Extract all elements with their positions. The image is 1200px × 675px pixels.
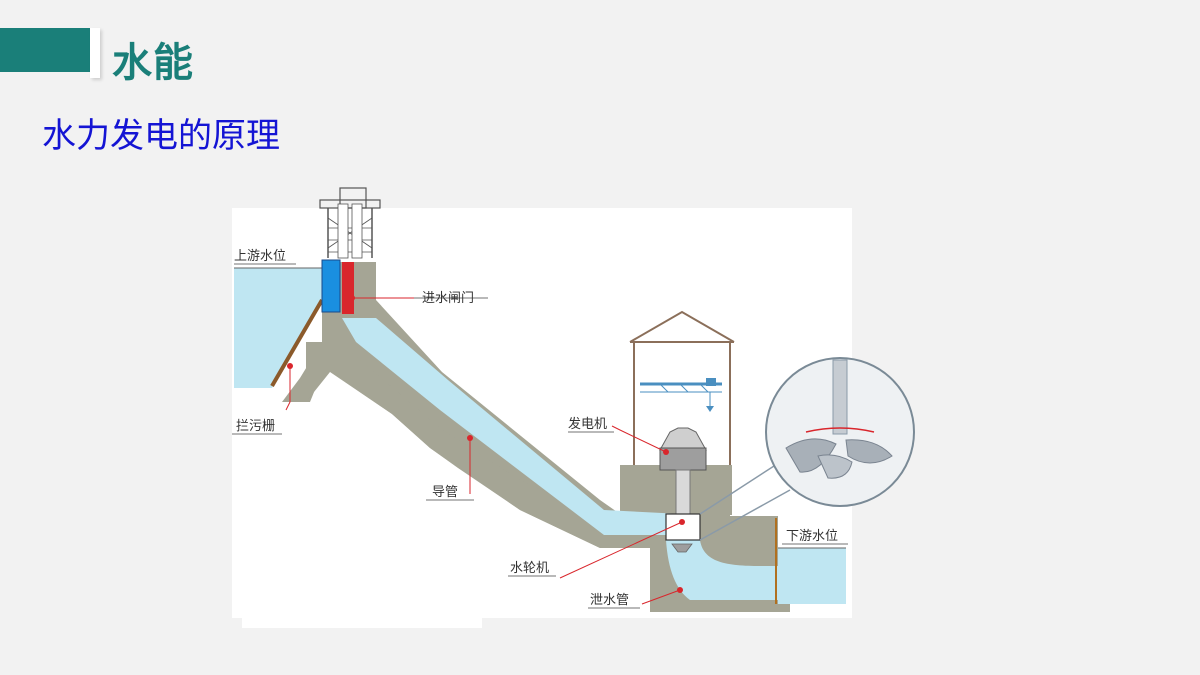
upstream-water xyxy=(234,268,322,388)
label-turbine: 水轮机 xyxy=(510,561,549,576)
turbine-magnifier xyxy=(699,357,915,541)
downstream-water xyxy=(778,548,846,604)
callout-generator xyxy=(611,425,667,453)
label-draft-tube: 泄水管 xyxy=(590,593,629,608)
label-generator: 发电机 xyxy=(568,416,607,432)
trash-rack-bar xyxy=(270,298,324,388)
callout-trash-rack xyxy=(285,366,291,411)
powerhouse-frame xyxy=(629,310,735,465)
page-subtitle: 水力发电的原理 xyxy=(42,116,280,156)
penstock-water xyxy=(342,318,682,535)
callout-draft-tube xyxy=(641,589,681,605)
intake-gate-blue xyxy=(321,259,341,313)
foundation-block xyxy=(306,342,600,548)
title-accent-divider xyxy=(90,28,100,78)
label-upstream-level: 上游水位 xyxy=(234,249,286,264)
generator xyxy=(659,427,707,521)
draft-tube-water xyxy=(666,540,778,600)
callout-turbine xyxy=(559,521,683,579)
label-trash-rack: 拦污栅 xyxy=(236,419,275,434)
label-downstream-level: 下游水位 xyxy=(786,529,838,544)
gate-tower xyxy=(319,187,381,259)
label-intake-gate: 进水闸门 xyxy=(422,291,474,306)
title-accent-bar xyxy=(0,28,90,72)
intake-gate-red xyxy=(342,262,354,314)
turbine-blades xyxy=(671,543,693,553)
page-title: 水能 xyxy=(112,40,194,86)
label-penstock: 导管 xyxy=(432,485,458,500)
callout-dots xyxy=(287,295,685,593)
blank-box xyxy=(242,598,482,628)
callouts xyxy=(285,297,683,605)
